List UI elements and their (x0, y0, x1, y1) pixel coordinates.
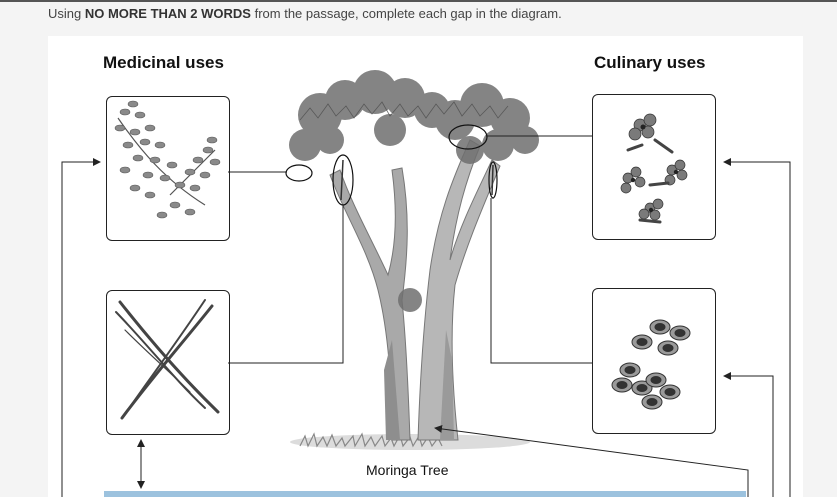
outer-arrows (61, 158, 791, 497)
instruction-suffix: from the passage, complete each gap in t… (250, 6, 562, 21)
moringa-leaves-icon (114, 100, 221, 219)
instruction-emphasis: NO MORE THAN 2 WORDS (84, 6, 251, 21)
medicinal-uses-heading: Medicinal uses (103, 53, 224, 72)
answer-text-band (104, 491, 746, 497)
tree-caption: Moringa Tree (366, 462, 449, 478)
moringa-flowers-icon (620, 113, 688, 224)
tree-foliage (289, 70, 539, 312)
moringa-pods-icon (115, 299, 220, 420)
tree-trunk (329, 139, 501, 441)
moringa-seeds-icon (611, 319, 691, 410)
top-border (0, 0, 837, 2)
instruction-text: Using NO MORE THAN 2 WORDS from the pass… (48, 6, 562, 21)
culinary-uses-heading: Culinary uses (594, 53, 706, 72)
seeds-image-box (592, 288, 716, 434)
instruction-prefix: Using (48, 6, 85, 21)
connector-lines (228, 135, 592, 364)
tree-hanging-pods (340, 159, 494, 201)
